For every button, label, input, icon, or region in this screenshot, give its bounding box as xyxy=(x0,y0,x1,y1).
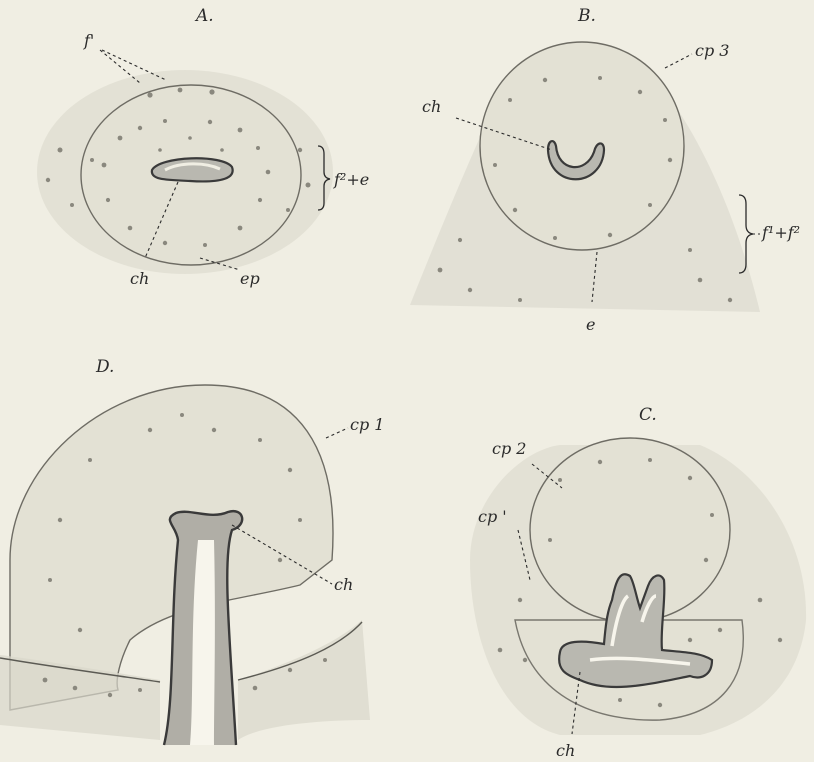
panel-d-label-cp1: cp 1 xyxy=(350,415,384,434)
panel-d-right-tissue xyxy=(238,620,370,740)
panel-b: B. ch cp 3 f¹+f² e xyxy=(410,6,800,334)
panel-b-label-ch: ch xyxy=(422,97,441,116)
panel-d-label-ch: ch xyxy=(334,575,353,594)
panel-a-leader-f1-a xyxy=(100,50,140,83)
panel-d-title: D. xyxy=(95,357,114,377)
panel-a: A. f' f²+e ch ep xyxy=(37,6,369,288)
panel-a-label-f2e: f²+e xyxy=(333,170,369,189)
panel-a-label-f1: f' xyxy=(83,31,94,50)
panel-b-label-cp3: cp 3 xyxy=(695,41,729,60)
panel-b-title: B. xyxy=(577,6,596,26)
panel-b-section-disc xyxy=(480,42,684,250)
panel-b-label-e: e xyxy=(586,315,595,334)
panel-a-label-ep: ep xyxy=(240,269,260,288)
panel-b-leader-cp3 xyxy=(665,54,692,68)
panel-d-leader-cp1 xyxy=(326,428,348,438)
panel-a-leader-f1-b xyxy=(102,50,166,80)
panel-c-label-cp1: cp ' xyxy=(478,507,507,526)
panel-c-title: C. xyxy=(639,405,657,425)
panel-d-left-tissue xyxy=(0,655,160,740)
panel-c-label-cp2: cp 2 xyxy=(492,439,526,458)
panel-d: D. cp 1 ch xyxy=(0,357,384,745)
panel-a-title: A. xyxy=(194,6,214,26)
panel-c: C. cp 2 cp ' ch xyxy=(470,405,806,760)
panel-b-label-f1f2: f¹+f² xyxy=(761,223,800,242)
panel-a-label-ch: ch xyxy=(130,269,149,288)
panel-a-notochord xyxy=(152,158,233,181)
panel-c-label-ch: ch xyxy=(556,741,575,760)
